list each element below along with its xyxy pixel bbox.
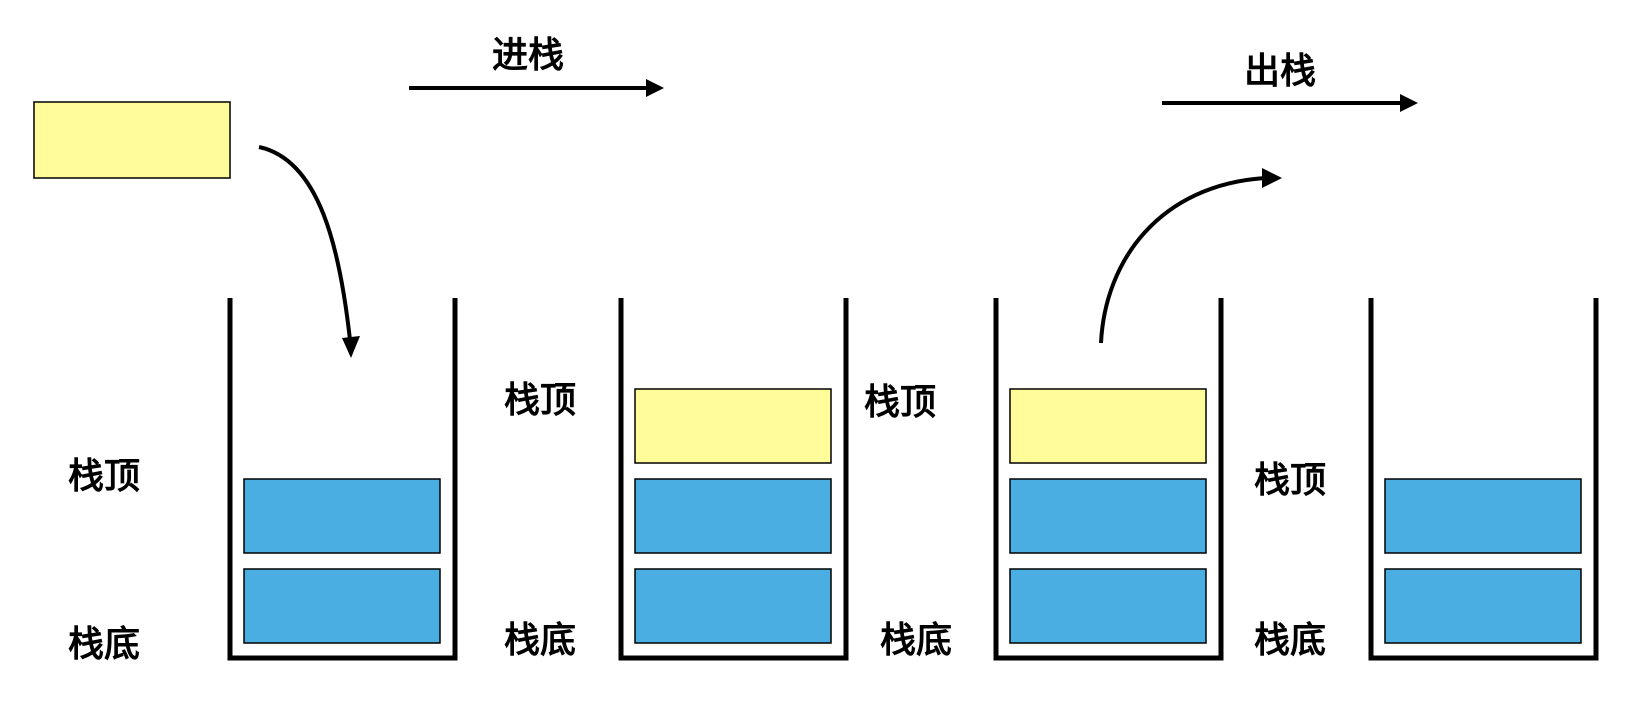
stack-2-container [618, 298, 849, 661]
stack-1-bottom-label: 栈底 [68, 624, 140, 665]
pop-label: 出栈 [1244, 51, 1316, 92]
stack-1-element-2 [243, 478, 441, 554]
push-arrow-head [646, 79, 664, 97]
incoming-element [33, 101, 231, 179]
stack-3-top-label: 栈顶 [864, 382, 936, 423]
stack-1-container [227, 298, 458, 661]
pop-arrow-head [1400, 94, 1418, 112]
stack-3-element-3 [1009, 388, 1207, 464]
stack-2-bottom-label: 栈底 [504, 620, 576, 661]
stack-3-element-1 [1009, 568, 1207, 644]
stack-3-element-2 [1009, 478, 1207, 554]
stack-4-element-2 [1384, 478, 1582, 554]
stack-3: 栈顶 栈底 [864, 298, 1224, 661]
stack-2: 栈顶 栈底 [504, 298, 849, 661]
push-curve-arrow [258, 145, 352, 341]
stack-1-element-1 [243, 568, 441, 644]
stack-4-bottom-label: 栈底 [1254, 620, 1326, 661]
push-curve-arrowhead [342, 336, 360, 358]
stack-2-element-3 [634, 388, 832, 464]
stack-4-container [1368, 298, 1599, 661]
pop-curve-arrowhead [1262, 168, 1282, 188]
stack-2-element-1 [634, 568, 832, 644]
stack-4-top-label: 栈顶 [1254, 460, 1326, 501]
stack-3-container [993, 298, 1224, 661]
pop-curve-arrow [1099, 176, 1266, 344]
stack-2-element-2 [634, 478, 832, 554]
stack-2-top-label: 栈顶 [504, 380, 576, 421]
stack-1: 栈顶 栈底 [68, 298, 458, 665]
stack-4-element-1 [1384, 568, 1582, 644]
stack-1-top-label: 栈顶 [68, 456, 140, 497]
stack-4: 栈顶 栈底 [1254, 298, 1599, 661]
stack-3-bottom-label: 栈底 [880, 620, 952, 661]
push-label: 进栈 [492, 35, 564, 76]
